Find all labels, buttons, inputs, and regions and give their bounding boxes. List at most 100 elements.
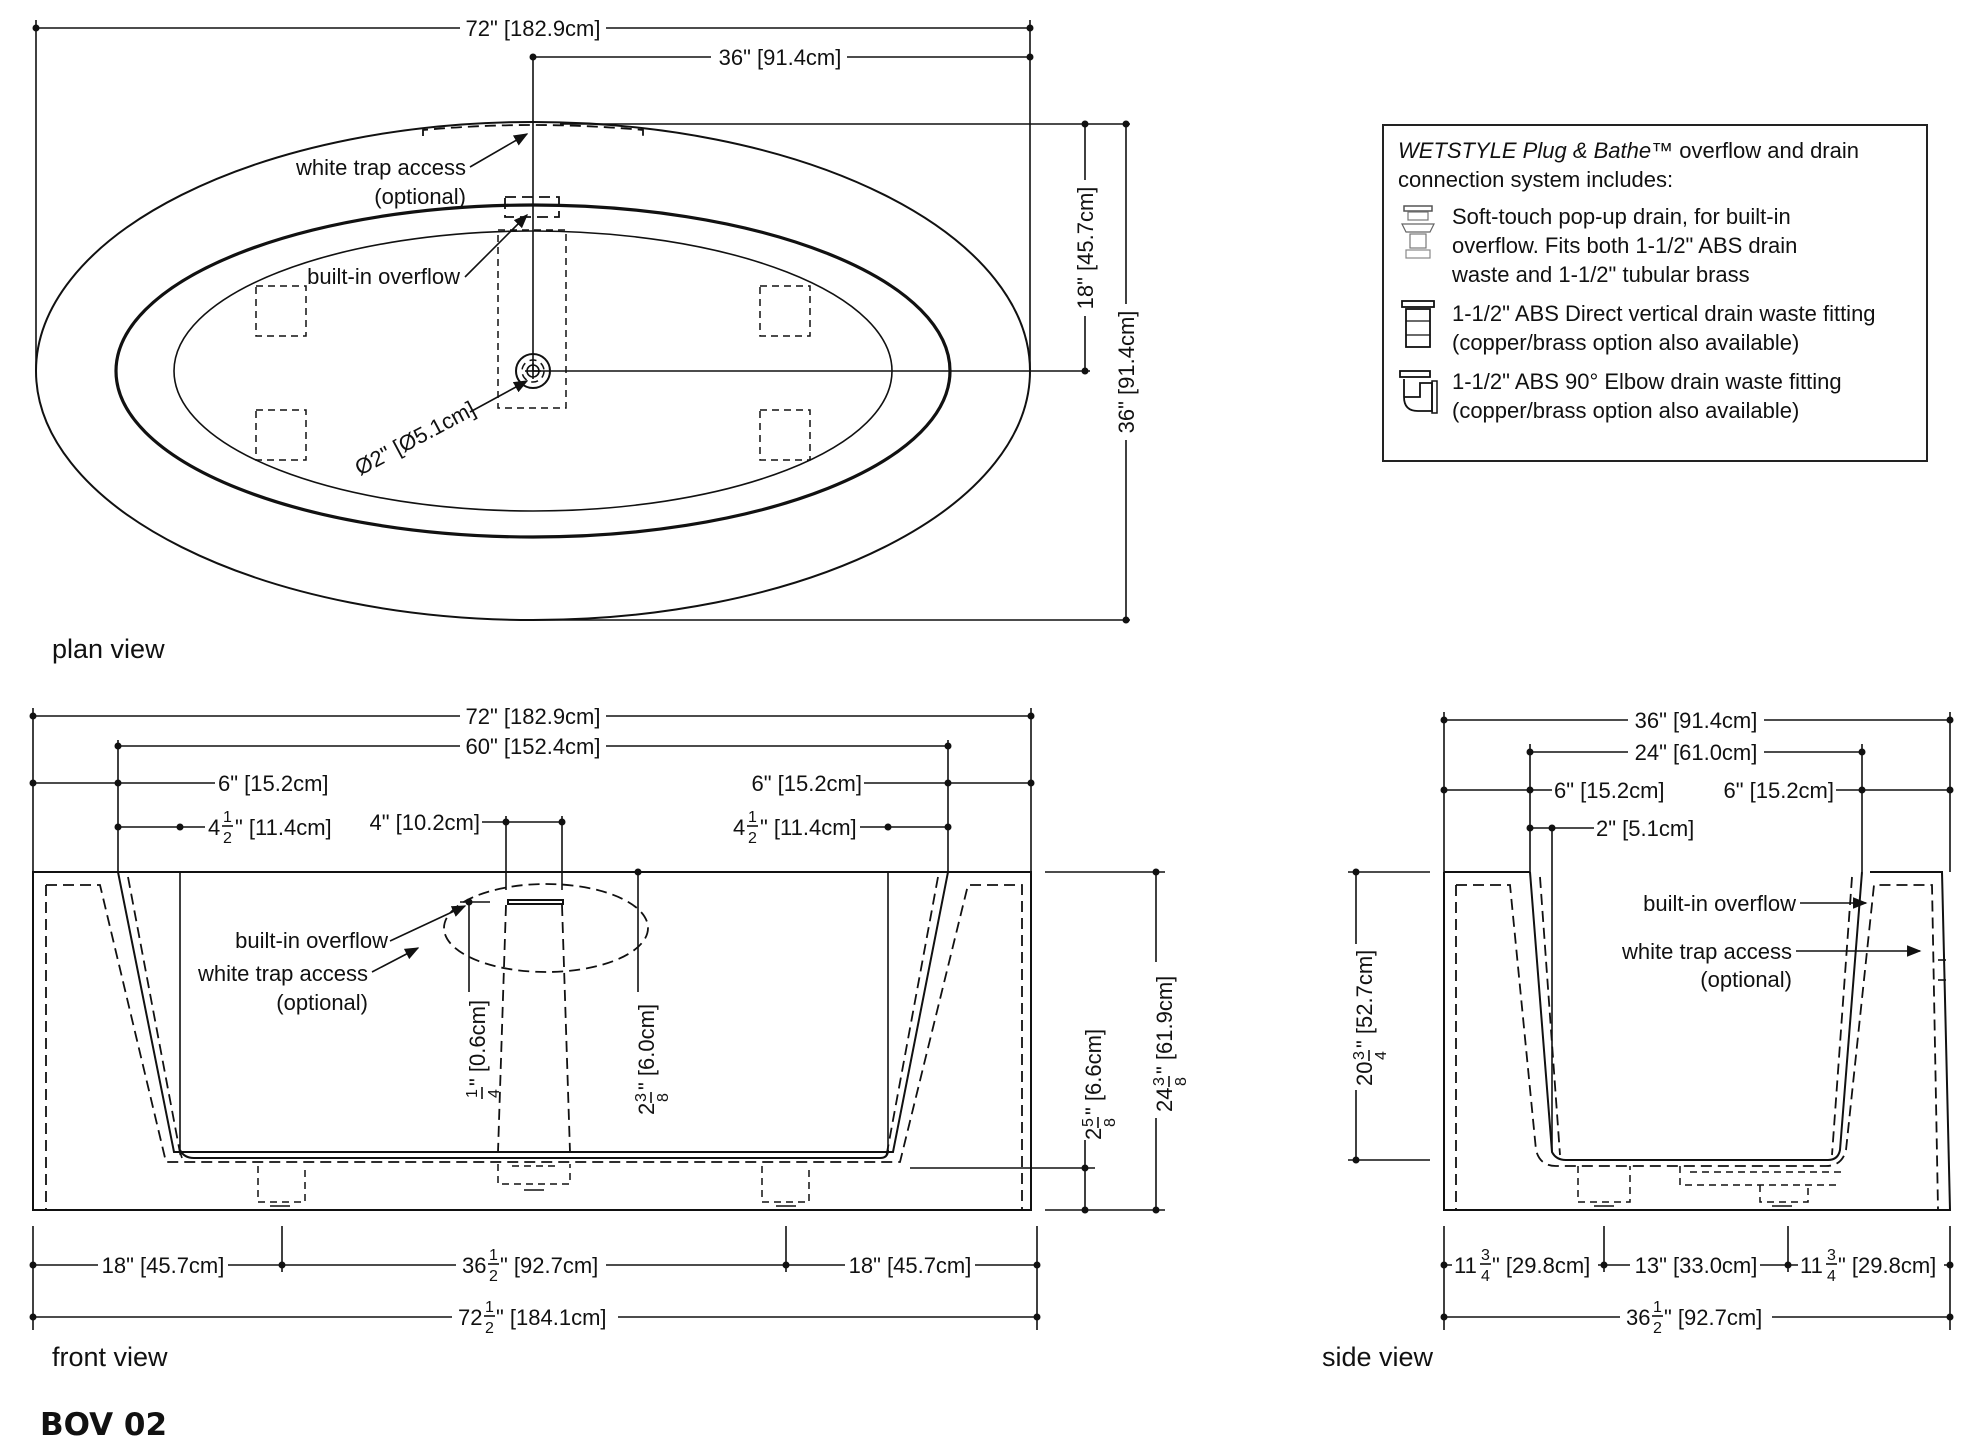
front-vdim-quarter: " [0.6cm] [465,1000,490,1086]
svg-text:" [92.7cm]: " [92.7cm] [1664,1305,1762,1330]
front-dim-left-45: 4 [208,815,220,840]
plan-view: 72" [182.9cm] 36" [91.4cm] 18" [45.7cm] … [32,14,1139,664]
svg-text:3: 3 [1827,1247,1836,1264]
front-dim-bottom-right: 18" [45.7cm] [849,1253,972,1278]
front-view-label: front view [52,1342,168,1372]
front-dim-bottom-left: 18" [45.7cm] [102,1253,225,1278]
overflow-channel [497,229,567,409]
plan-dim-half-width: 18" [45.7cm] [1073,187,1098,310]
svg-text:3: 3 [1351,1051,1368,1060]
side-dim-bottom-mid: 13" [33.0cm] [1635,1253,1758,1278]
popup-drain-icon [1401,205,1435,259]
plan-label-trap-2: (optional) [374,184,466,209]
svg-text:" [29.8cm]: " [29.8cm] [1492,1253,1590,1278]
front-shell [45,884,1023,1209]
front-dim-bottom-total: 72 [458,1305,482,1330]
side-dim-left-6: 6" [15.2cm] [1554,778,1665,803]
plan-label-trap-1: white trap access [295,155,466,180]
side-dim-width: 36" [91.4cm] [1635,708,1758,733]
side-view-label: side view [1322,1342,1434,1372]
overflow-outline [504,196,560,218]
front-dim-length: 72" [182.9cm] [466,704,601,729]
vertical-fitting-icon [1401,300,1435,348]
legend-text-elbow-fitting: 1-1/2" ABS 90° Elbow drain waste fitting… [1452,369,1842,423]
svg-text:" [92.7cm]: " [92.7cm] [500,1253,598,1278]
svg-text:" [29.8cm]: " [29.8cm] [1838,1253,1936,1278]
trap-access-outline [422,124,644,136]
elbow-fitting-icon [1399,370,1438,414]
front-vdim-258: 2 [1081,1128,1106,1140]
front-label-overflow: built-in overflow [235,928,388,953]
front-foot-1 [257,1166,306,1203]
side-outer [1443,871,1952,1211]
front-dim-inner: 60" [152.4cm] [466,734,601,759]
svg-text:1: 1 [1653,1299,1662,1316]
plan-drain-diameter: Ø2" [Ø5.1cm] [351,396,480,480]
foot-2 [759,285,811,337]
side-label-trap-1: white trap access [1621,939,1792,964]
side-vdim-2034: 20 [1352,1062,1377,1086]
side-view: 36" [91.4cm] 24" [61.0cm] 6" [15.2cm] 6"… [1322,706,1954,1372]
svg-text:" [6.6cm]: " [6.6cm] [1081,1029,1106,1115]
front-vdim-238: 2 [634,1103,659,1115]
svg-text:3: 3 [1151,1077,1168,1086]
plan-dim-length: 72" [182.9cm] [466,16,601,41]
side-dim-bottom-left: 11 [1454,1253,1477,1278]
legend-heading-rest: overflow and drain connection system inc… [1398,138,1859,192]
legend-item-vertical-fitting: 1-1/2" ABS Direct vertical drain waste f… [1398,299,1912,357]
legend-item-elbow-fitting: 1-1/2" ABS 90° Elbow drain waste fitting… [1398,367,1912,425]
front-dim-overflow-width: 4" [10.2cm] [369,810,480,835]
foot-4 [759,409,811,461]
legend-heading: WETSTYLE Plug & Bathe™ overflow and drai… [1398,136,1912,194]
svg-text:1: 1 [485,1299,494,1316]
side-dim-inner: 24" [61.0cm] [1635,740,1758,765]
svg-text:1: 1 [748,809,757,826]
svg-text:2: 2 [1653,1320,1662,1337]
legend-brand: WETSTYLE Plug & Bathe™ [1398,138,1674,163]
svg-text:4: 4 [1481,1268,1490,1285]
front-outer [32,871,1032,1211]
svg-text:4: 4 [486,1089,503,1098]
side-shell [1455,884,1939,1210]
svg-text:3: 3 [633,1093,650,1102]
front-basin-outer [117,871,949,1153]
model-code: BOV 02 [40,1407,167,1438]
svg-text:2: 2 [489,1268,498,1285]
side-dim-2: 2" [5.1cm] [1596,816,1694,841]
svg-text:2: 2 [748,830,757,847]
svg-text:4: 4 [1827,1268,1836,1285]
front-vdim-2438: 24 [1152,1088,1177,1112]
svg-text:" [52.7cm]: " [52.7cm] [1352,950,1377,1048]
svg-text:" [11.4cm]: " [11.4cm] [235,815,332,840]
side-dim-right-6: 6" [15.2cm] [1723,778,1834,803]
foot-1 [255,285,307,337]
svg-text:8: 8 [1102,1118,1119,1127]
plan-label-overflow: built-in overflow [307,264,460,289]
svg-text:4: 4 [1373,1051,1390,1060]
front-label-trap-2: (optional) [276,990,368,1015]
legend-text-vertical-fitting: 1-1/2" ABS Direct vertical drain waste f… [1452,301,1876,355]
svg-text:" [61.9cm]: " [61.9cm] [1152,976,1177,1074]
side-dim-bottom-right: 11 [1800,1253,1823,1278]
svg-text:8: 8 [1173,1077,1190,1086]
side-dim-bottom-total: 36 [1626,1305,1650,1330]
svg-text:5: 5 [1080,1118,1097,1127]
side-label-trap-2: (optional) [1700,967,1792,992]
plan-dim-width: 36" [91.4cm] [1114,311,1139,434]
legend-text-popup-drain: Soft-touch pop-up drain, for built-in ov… [1452,204,1798,287]
legend-item-popup-drain: Soft-touch pop-up drain, for built-in ov… [1398,202,1912,289]
front-dim-left-6: 6" [15.2cm] [218,771,329,796]
front-overflow-detail [443,883,649,973]
front-label-trap-1: white trap access [197,961,368,986]
side-label-overflow: built-in overflow [1643,891,1796,916]
side-basin [1529,871,1863,1161]
legend-box: WETSTYLE Plug & Bathe™ overflow and drai… [1382,124,1928,462]
front-foot-2 [761,1166,810,1203]
front-view: 72" [182.9cm] 60" [152.4cm] 6" [15.2cm] … [29,702,1190,1372]
svg-text:1: 1 [223,809,232,826]
svg-text:2: 2 [223,830,232,847]
svg-text:2: 2 [485,1320,494,1337]
plan-dim-half-length: 36" [91.4cm] [719,45,842,70]
svg-text:" [11.4cm]: " [11.4cm] [760,815,857,840]
